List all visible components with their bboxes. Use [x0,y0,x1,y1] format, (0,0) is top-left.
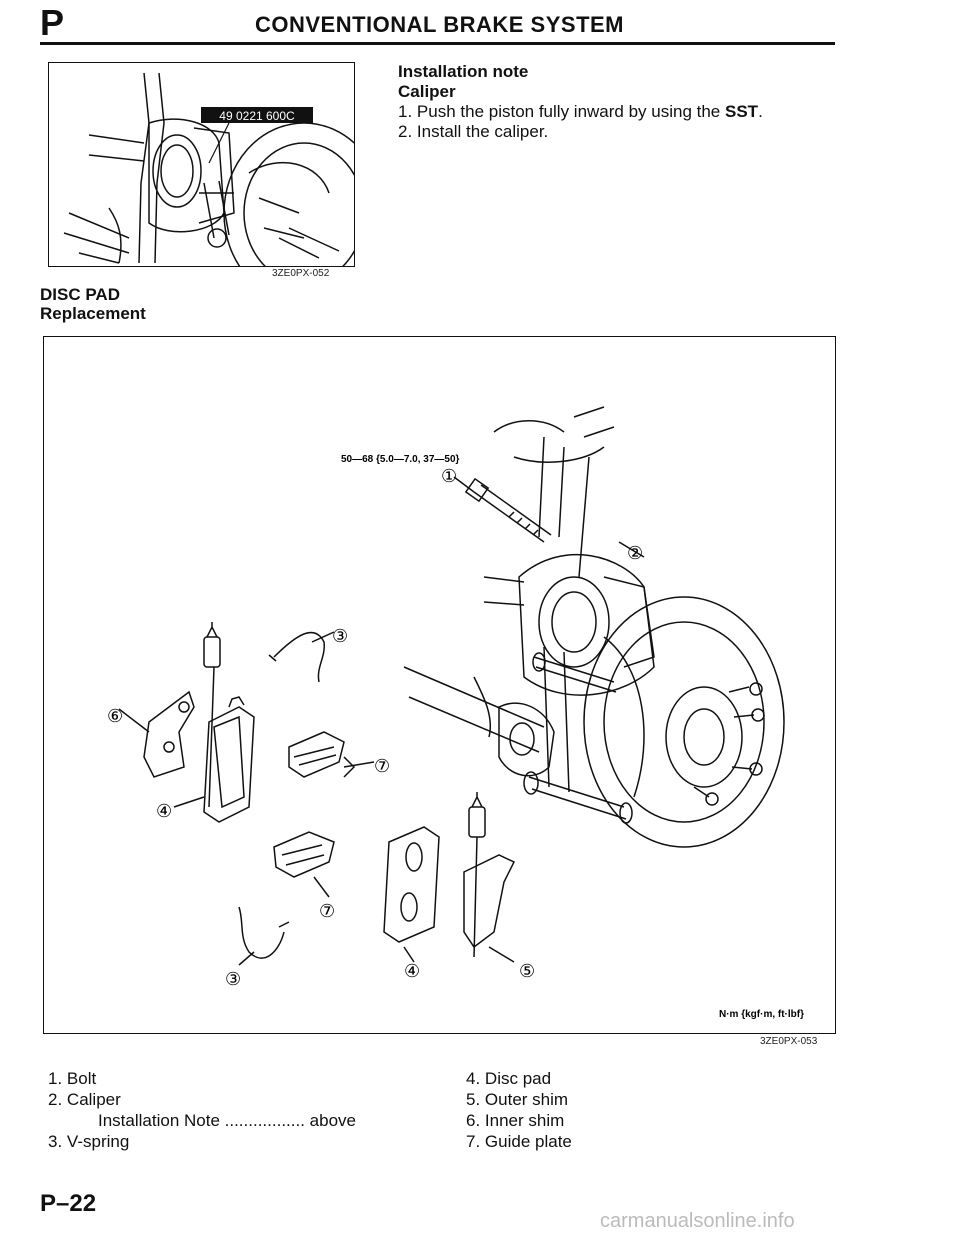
callout-7: ⑦ [319,901,335,921]
legend-left: 1. Bolt 2. Caliper Installation Note ...… [48,1068,356,1152]
watermark: carmanualsonline.info [600,1210,795,1232]
legend-item: 1. Bolt [48,1069,97,1088]
callout-1: ① [441,466,457,486]
torque-spec: 50—68 {5.0—7.0, 37—50} [341,454,460,465]
callout-7: ⑦ [374,756,390,776]
callout-3: ③ [332,626,348,646]
unit-note: N·m {kgf·m, ft·lbf} [719,1009,804,1020]
figure1-code: 3ZE0PX-052 [272,268,330,279]
legend-subitem: Installation Note ................. abov… [98,1111,356,1130]
callout-4: ④ [404,961,420,981]
callout-5: ⑤ [519,961,535,981]
legend-item: 6. Inner shim [466,1111,565,1130]
callout-4: ④ [156,801,172,821]
replacement-subheading: Replacement [40,304,146,323]
legend-item: 2. Caliper [48,1090,121,1109]
step-text-end: . [758,102,763,121]
step-number: 2. [398,122,413,141]
sst-label: 49 0221 600C [219,109,295,123]
disc-pad-heading: DISC PAD [40,285,120,304]
legend-item: 3. V-spring [48,1132,130,1151]
callout-3: ③ [225,969,241,989]
disc-pad-exploded-view: 50—68 {5.0—7.0, 37—50} ① ② ③ ③ ④ ④ ⑤ ⑥ ⑦… [43,336,836,1034]
installation-note: Installation note Caliper 1. Push the pi… [398,62,763,142]
step-text: Install the caliper. [416,122,549,141]
callout-6: ⑥ [107,706,123,726]
installation-note-heading: Installation note [398,62,529,81]
installation-step: 1. Push the piston fully inward by using… [398,102,763,122]
page-title: CONVENTIONAL BRAKE SYSTEM [255,12,625,37]
caliper-sst-drawing: 49 0221 600C [63,72,354,266]
exploded-view-drawing: 50—68 {5.0—7.0, 37—50} ① ② ③ ③ ④ ④ ⑤ ⑥ ⑦… [107,406,804,1020]
figure2-code: 3ZE0PX-053 [760,1036,818,1047]
step-number: 1. [398,102,413,121]
page-number: P–22 [40,1190,97,1217]
installation-note-subheading: Caliper [398,82,456,101]
legend-item: 7. Guide plate [466,1132,572,1151]
step-text: Push the piston fully inward by using th… [416,102,725,121]
step-bold-term: SST [725,102,759,121]
callout-2: ② [627,543,643,563]
header-rule [40,42,835,45]
section-letter: P [40,2,65,43]
legend-item: 5. Outer shim [466,1090,569,1109]
installation-step: 2. Install the caliper. [398,122,763,142]
legend-right: 4. Disc pad 5. Outer shim 6. Inner shim … [466,1068,572,1152]
legend-item: 4. Disc pad [466,1069,552,1088]
caliper-sst-illustration: 49 0221 600C [48,62,355,267]
